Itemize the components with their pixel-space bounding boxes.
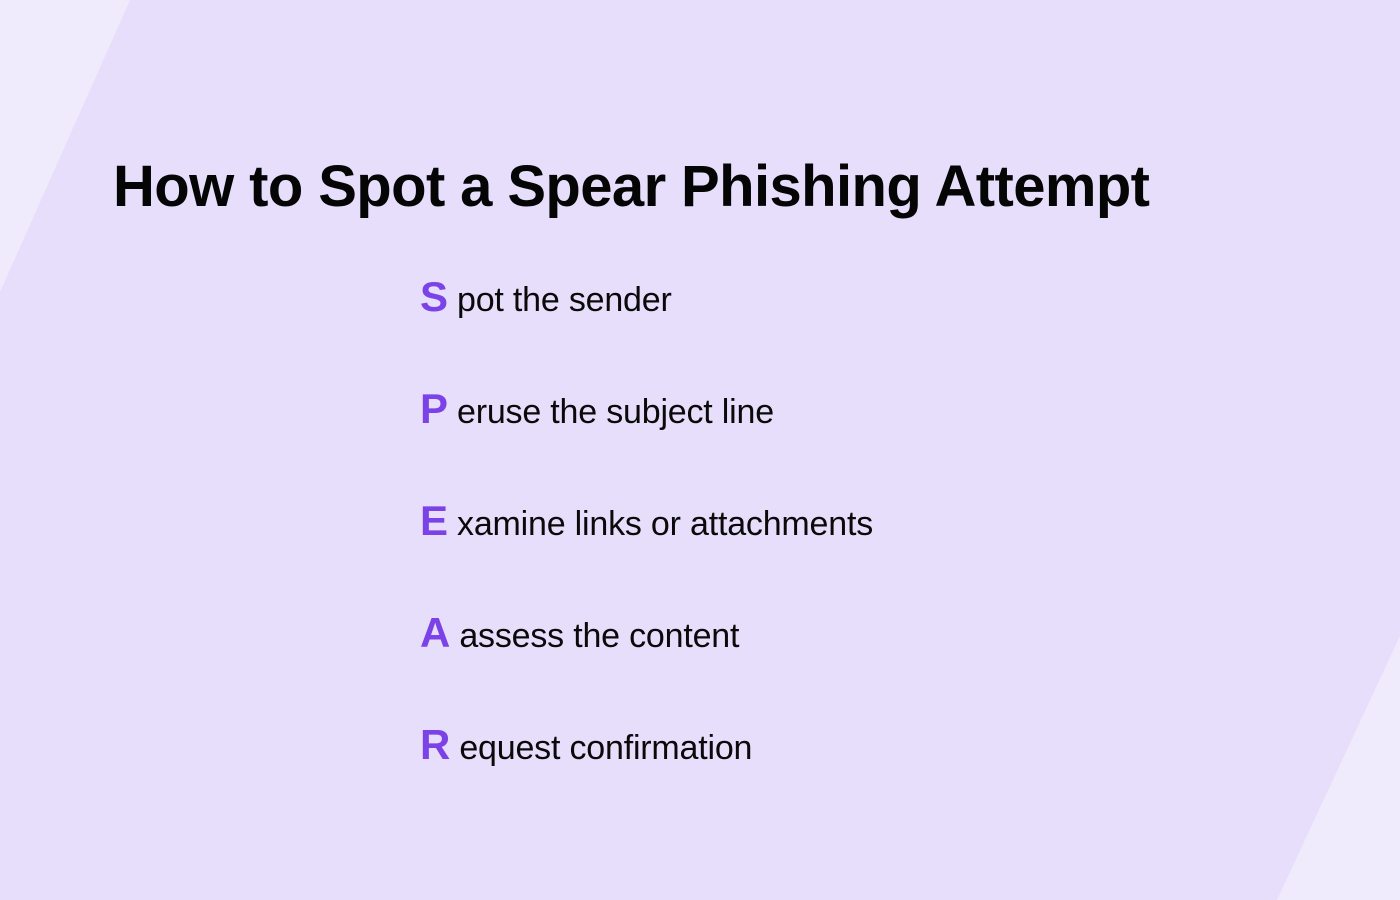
list-item: A assess the content bbox=[420, 612, 1300, 724]
list-item: S pot the sender bbox=[420, 276, 1300, 388]
page-title: How to Spot a Spear Phishing Attempt bbox=[113, 153, 1150, 219]
acronym-initial-r: R bbox=[420, 721, 451, 768]
acronym-initial-p: P bbox=[420, 385, 449, 432]
acronym-text-e: xamine links or attachments bbox=[457, 505, 874, 543]
acronym-text-a: assess the content bbox=[459, 617, 740, 655]
acronym-text-s: pot the sender bbox=[457, 281, 672, 319]
acronym-initial-s: S bbox=[420, 273, 449, 320]
acronym-initial-a: A bbox=[420, 609, 451, 656]
diagonal-band-top-left bbox=[0, 0, 130, 292]
list-item: E xamine links or attachments bbox=[420, 500, 1300, 612]
acronym-initial-e: E bbox=[420, 497, 449, 544]
acronym-text-p: eruse the subject line bbox=[457, 393, 774, 431]
acronym-list: S pot the sender P eruse the subject lin… bbox=[420, 276, 1300, 836]
list-item: R equest confirmation bbox=[420, 724, 1300, 836]
acronym-text-r: equest confirmation bbox=[459, 729, 753, 767]
list-item: P eruse the subject line bbox=[420, 388, 1300, 500]
